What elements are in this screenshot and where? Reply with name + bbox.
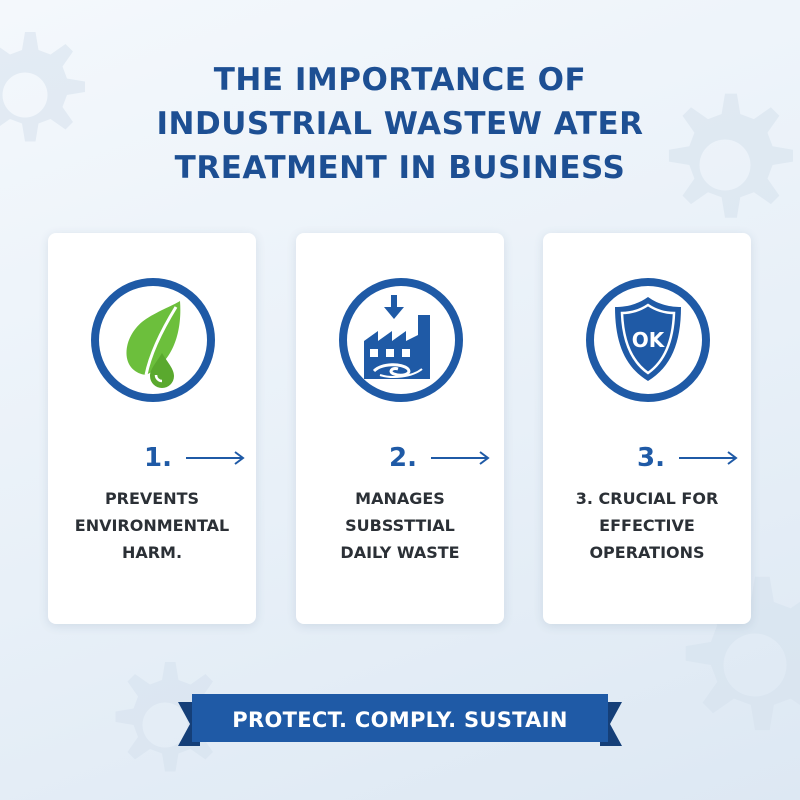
card-text-line: ENVIRONMENTAL bbox=[74, 516, 230, 535]
card-text-line: HARM. bbox=[121, 543, 183, 562]
page-title: THE IMPORTANCE OF INDUSTRIAL WASTEW ATER… bbox=[0, 58, 800, 190]
step-indicator: 1. bbox=[144, 443, 246, 473]
background-gear-icon bbox=[668, 93, 793, 218]
step-indicator: 2. bbox=[389, 443, 491, 473]
arrow-right-icon bbox=[185, 451, 245, 465]
arrow-right-icon bbox=[678, 451, 738, 465]
leaf-drop-icon bbox=[91, 278, 215, 402]
tagline-banner: PROTECT. COMPLY. SUSTAIN bbox=[178, 694, 622, 746]
card-text-line: DAILY WASTE bbox=[340, 543, 460, 562]
factory-icon bbox=[339, 278, 463, 402]
step-indicator: 3. bbox=[637, 443, 739, 473]
card-crucial-operations: OK 3. 3. CRUCIAL FOR EFFECTIVE OPERATION… bbox=[543, 233, 751, 624]
card-description: MANAGES SUBSSTTIAL DAILY WASTE bbox=[296, 485, 504, 566]
ribbon-shape bbox=[178, 694, 622, 746]
card-text-line: SUBSSTTIAL bbox=[345, 516, 455, 535]
arrow-right-icon bbox=[430, 451, 490, 465]
card-text-line: 3. CRUCIAL FOR bbox=[575, 489, 719, 508]
card-manages-waste: 2. MANAGES SUBSSTTIAL DAILY WASTE bbox=[296, 233, 504, 624]
title-line: TREATMENT IN BUSINESS bbox=[174, 150, 626, 186]
step-number: 1. bbox=[144, 443, 172, 473]
card-description: PREVENTS ENVIRONMENTAL HARM. bbox=[48, 485, 256, 566]
card-description: 3. CRUCIAL FOR EFFECTIVE OPERATIONS bbox=[543, 485, 751, 566]
title-line: THE IMPORTANCE OF bbox=[213, 62, 587, 98]
step-number: 2. bbox=[389, 443, 417, 473]
card-text-line: EFFECTIVE bbox=[599, 516, 695, 535]
card-text-line: MANAGES bbox=[355, 489, 445, 508]
card-text-line: PREVENTS bbox=[104, 489, 200, 508]
tagline-text: PROTECT. COMPLY. SUSTAIN bbox=[232, 708, 568, 732]
card-text-line: OPERATIONS bbox=[589, 543, 705, 562]
background-gear-icon bbox=[0, 32, 85, 142]
card-prevents-harm: 1. PREVENTS ENVIRONMENTAL HARM. bbox=[48, 233, 256, 624]
shield-ok-icon: OK bbox=[586, 278, 710, 402]
title-line: INDUSTRIAL WASTEW ATER bbox=[156, 106, 644, 142]
step-number: 3. bbox=[637, 443, 665, 473]
shield-label: OK bbox=[632, 328, 666, 352]
